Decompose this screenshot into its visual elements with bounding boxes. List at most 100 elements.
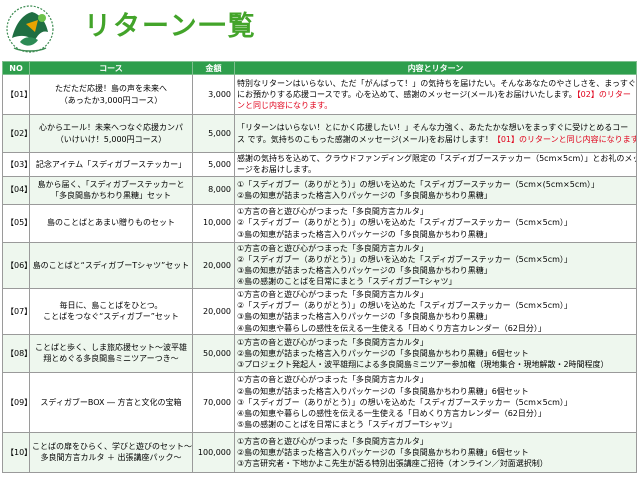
content-text: ①方言の音と遊び心がつまった「多良間方言カルタ」 bbox=[237, 243, 428, 253]
content-line: ③島の知恵が詰まった格言入りパッケージの「多良間島かちわり黒糖」 bbox=[237, 311, 634, 322]
cell-course: 島のことばとあまい贈りものセット bbox=[29, 203, 193, 243]
cell-no: 【04】 bbox=[2, 175, 30, 205]
content-text: ①方言の音と遊び心がつまった「多良間方言カルタ」 bbox=[237, 337, 428, 347]
content-text: ②「スディガブー（ありがとう）」の想いを込めた「スディガブーステッカー（5cm×… bbox=[237, 301, 572, 311]
table-row: 【06】島のことばと“スディガブーTシャツ”セット20,000①方言の音と遊び心… bbox=[2, 241, 637, 289]
cell-course: ことばの扉をひらく、学びと遊びのセット〜多良間方言カルタ ＋ 出張講座パック〜 bbox=[29, 431, 193, 473]
content-text: ⑤島の感謝のことばを日常にまとう「スディガブーTシャツ」 bbox=[237, 420, 457, 430]
content-text: ③島の知恵が詰まった格言入りパッケージの「多良間島かちわり黒糖」 bbox=[237, 266, 492, 276]
cell-content: ①方言の音と遊び心がつまった「多良間方言カルタ」②島の知恵が詰まった格言入りパッ… bbox=[234, 431, 637, 473]
cell-no: 【02】 bbox=[2, 114, 30, 153]
course-line: ことばをつなぐ“スディガブー”セット bbox=[43, 312, 179, 322]
cell-no: 【01】 bbox=[2, 74, 30, 115]
content-line: ス です。気持ちのこもった感謝のメッセージ(メール)をお届けします！【01】のリ… bbox=[237, 134, 637, 145]
cell-content: ①方言の音と遊び心がつまった「多良間方言カルタ」 ②「スディガブー（ありがとう）」… bbox=[234, 287, 637, 335]
cell-course: 毎日に、島ことばをひとつ。ことばをつなぐ“スディガブー”セット bbox=[29, 287, 193, 335]
table-header-row: NO コース 金額 内容とリターン bbox=[2, 61, 637, 75]
table-row: 【04】島から届く、「スディガブーステッカーと「多良間島かちわり黒糖」セット8,… bbox=[2, 175, 637, 205]
cell-course: 島のことばと“スディガブーTシャツ”セット bbox=[29, 241, 193, 289]
cell-price: 8,000 bbox=[192, 175, 235, 205]
table-row: 【08】ことばと歩く、しま旅応援セット〜波平雄翔とめぐる多良間島ミニツアーつき〜… bbox=[2, 333, 637, 373]
cell-course: スディガブーBOX ― 方言と文化の宝箱 bbox=[29, 371, 193, 433]
table-row: 【10】ことばの扉をひらく、学びと遊びのセット〜多良間方言カルタ ＋ 出張講座パ… bbox=[2, 431, 637, 473]
content-line: ②島の知恵が詰まった格言入りパッケージの「多良間島かちわり黒糖」6個セット bbox=[237, 386, 634, 397]
highlight-text: 【01】のリターンと同じ内容になります。 bbox=[492, 134, 637, 144]
cell-course: ことばと歩く、しま旅応援セット〜波平雄翔とめぐる多良間島ミニツアーつき〜 bbox=[29, 333, 193, 373]
cell-course: 記念アイテム「スディガブーステッカー」 bbox=[29, 152, 193, 177]
cell-no: 【06】 bbox=[2, 241, 30, 289]
logo-emblem-icon bbox=[6, 5, 54, 53]
returns-table: NO コース 金額 内容とリターン 【01】ただただ応援！島の声を未来へ（あった… bbox=[2, 61, 637, 473]
content-text: ス です。気持ちのこもった感謝のメッセージ(メール)をお届けします！ bbox=[237, 134, 493, 144]
column-header-price: 金額 bbox=[192, 61, 235, 75]
content-text: ①方言の音と遊び心がつまった「多良間方言カルタ」 bbox=[237, 436, 428, 446]
content-line: 感謝の気持ちを込めて、クラウドファンディング限定の「スディガブーステッカー（5c… bbox=[237, 153, 637, 164]
highlight-text: 【02】のリター bbox=[576, 89, 631, 99]
table-row: 【02】心からエール！未来へつなぐ応援カンパ（いけいけ！5,000円コース）5,… bbox=[2, 114, 637, 153]
cell-price: 3,000 bbox=[192, 74, 235, 115]
content-text: 特別なリターンはいらない、ただ「がんばって！」の気持ちを届けたい。そんなあなたの… bbox=[237, 78, 636, 88]
course-line: 多良間方言カルタ ＋ 出張講座パック〜 bbox=[40, 453, 182, 463]
content-text: ①方言の音と遊び心がつまった「多良間方言カルタ」 bbox=[237, 207, 428, 217]
content-text: ④島の知恵や暮らしの感性を伝える一生使える「日めくり方言カレンダー（62日分）」 bbox=[237, 323, 546, 333]
content-line: 「リターンはいらない！とにかく応援したい！」そんな力強く、あたたかな想いをまっす… bbox=[237, 122, 634, 133]
course-line: スディガブーBOX ― 方言と文化の宝箱 bbox=[40, 397, 182, 407]
content-text: ②「スディガブー（ありがとう）」の想いを込めた「スディガブーステッカー（5cm×… bbox=[237, 254, 572, 264]
cell-price: 10,000 bbox=[192, 203, 235, 243]
course-line: （いけいけ！5,000円コース） bbox=[55, 134, 167, 144]
content-line: ④島の感謝のことばを日常にまとう「スディガブーTシャツ」 bbox=[237, 276, 634, 287]
content-line: ③島の知恵が詰まった格言入りパッケージの「多良間島かちわり黒糖」 bbox=[237, 229, 634, 240]
content-line: ②「スディガブー（ありがとう）」の想いを込めた「スディガブーステッカー（5cm×… bbox=[237, 254, 634, 265]
cell-no: 【08】 bbox=[2, 333, 30, 373]
column-header-content: 内容とリターン bbox=[234, 61, 637, 75]
course-line: 「多良間島かちわり黒糖」セット bbox=[51, 191, 171, 201]
content-text: ③「スディガブー（ありがとう）」の想いを込めた「スディガブーステッカー（5cm×… bbox=[237, 397, 572, 407]
content-text: ②「スディガブー（ありがとう）」の想いを込めた「スディガブーステッカー（5cm×… bbox=[237, 218, 572, 228]
content-line: ⑤島の感謝のことばを日常にまとう「スディガブーTシャツ」 bbox=[237, 419, 634, 430]
course-line: 記念アイテム「スディガブーステッカー」 bbox=[35, 159, 187, 169]
course-line: 島のことばとあまい贈りものセット bbox=[47, 218, 175, 228]
content-text: 「リターンはいらない！とにかく応援したい！」そんな力強く、あたたかな想いをまっす… bbox=[237, 123, 629, 133]
cell-price: 20,000 bbox=[192, 287, 235, 335]
table-row: 【09】スディガブーBOX ― 方言と文化の宝箱 70,000①方言の音と遊び心が… bbox=[2, 371, 637, 433]
content-text: ージをお届けします。 bbox=[237, 165, 317, 175]
content-line: ①方言の音と遊び心がつまった「多良間方言カルタ」 bbox=[237, 436, 634, 447]
content-text: ②島の知恵が詰まった格言入りパッケージの「多良間島かちわり黒糖」 bbox=[237, 191, 492, 201]
table-row: 【01】ただただ応援！島の声を未来へ（あったか3,000円コース）3,000特別… bbox=[2, 74, 637, 115]
content-text: ④島の知恵や暮らしの感性を伝える一生使える「日めくり方言カレンダー（62日分）」 bbox=[237, 409, 546, 419]
content-text: ①方言の音と遊び心がつまった「多良間方言カルタ」 bbox=[237, 289, 428, 299]
content-line: ④島の知恵や暮らしの感性を伝える一生使える「日めくり方言カレンダー（62日分）」 bbox=[237, 408, 634, 419]
page-header: リターン一覧 bbox=[0, 0, 640, 60]
content-text: ①「スディガブー（ありがとう）」の想いを込めた「スディガブーステッカー（5cm×… bbox=[237, 179, 600, 189]
content-line: ②「スディガブー（ありがとう）」の想いを込めた「スディガブーステッカー（5cm×… bbox=[237, 300, 634, 311]
course-line: ことばの扉をひらく、学びと遊びのセット〜 bbox=[32, 442, 192, 452]
content-line: ①方言の音と遊び心がつまった「多良間方言カルタ」 bbox=[237, 243, 634, 254]
cell-price: 100,000 bbox=[192, 431, 235, 473]
content-line: ③方言研究者・下地かよこ先生が語る特別出張講座ご招待（オンライン／対面選択制） bbox=[237, 458, 634, 469]
cell-no: 【10】 bbox=[2, 431, 30, 473]
cell-content: ①「スディガブー（ありがとう）」の想いを込めた「スディガブーステッカー（5cm×… bbox=[234, 175, 637, 205]
course-line: 翔とめぐる多良間島ミニツアーつき〜 bbox=[43, 354, 179, 364]
cell-content: 特別なリターンはいらない、ただ「がんばって！」の気持ちを届けたい。そんなあなたの… bbox=[234, 74, 637, 115]
course-line: ただただ応援！島の声を未来へ bbox=[55, 84, 167, 94]
column-header-no: NO bbox=[2, 61, 30, 75]
column-header-course: コース bbox=[29, 61, 193, 75]
content-text: 感謝の気持ちを込めて、クラウドファンディング限定の「スディガブーステッカー（5c… bbox=[237, 154, 637, 163]
table-row: 【03】記念アイテム「スディガブーステッカー」5,000感謝の気持ちを込めて、ク… bbox=[2, 152, 637, 177]
cell-no: 【09】 bbox=[2, 371, 30, 433]
content-line: ージをお届けします。 bbox=[237, 164, 634, 175]
cell-price: 50,000 bbox=[192, 333, 235, 373]
content-text: ②島の知恵が詰まった格言入りパッケージの「多良間島かちわり黒糖」6個セット bbox=[237, 447, 529, 457]
content-text: ③プロジェクト発起人・波平雄翔による多良間島ミニツアー参加権（現地集合・現地解散… bbox=[237, 360, 609, 370]
cell-price: 70,000 bbox=[192, 371, 235, 433]
content-text: ③方言研究者・下地かよこ先生が語る特別出張講座ご招待（オンライン／対面選択制） bbox=[237, 459, 548, 469]
content-line: にお預かりする応援コースです。心を込めて、感謝のメッセージ(メール)をお届けいた… bbox=[237, 89, 634, 100]
cell-course: 島から届く、「スディガブーステッカーと「多良間島かちわり黒糖」セット bbox=[29, 175, 193, 205]
cell-no: 【07】 bbox=[2, 287, 30, 335]
cell-content: ①方言の音と遊び心がつまった「多良間方言カルタ」②「スディガブー（ありがとう）」… bbox=[234, 241, 637, 289]
content-line: ①方言の音と遊び心がつまった「多良間方言カルタ」 bbox=[237, 374, 634, 385]
cell-price: 20,000 bbox=[192, 241, 235, 289]
cell-price: 5,000 bbox=[192, 152, 235, 177]
cell-content: ①方言の音と遊び心がつまった「多良間方言カルタ」②島の知恵が詰まった格言入りパッ… bbox=[234, 371, 637, 433]
content-line: ②島の知恵が詰まった格言入りパッケージの「多良間島かちわり黒糖」6個セット bbox=[237, 348, 634, 359]
